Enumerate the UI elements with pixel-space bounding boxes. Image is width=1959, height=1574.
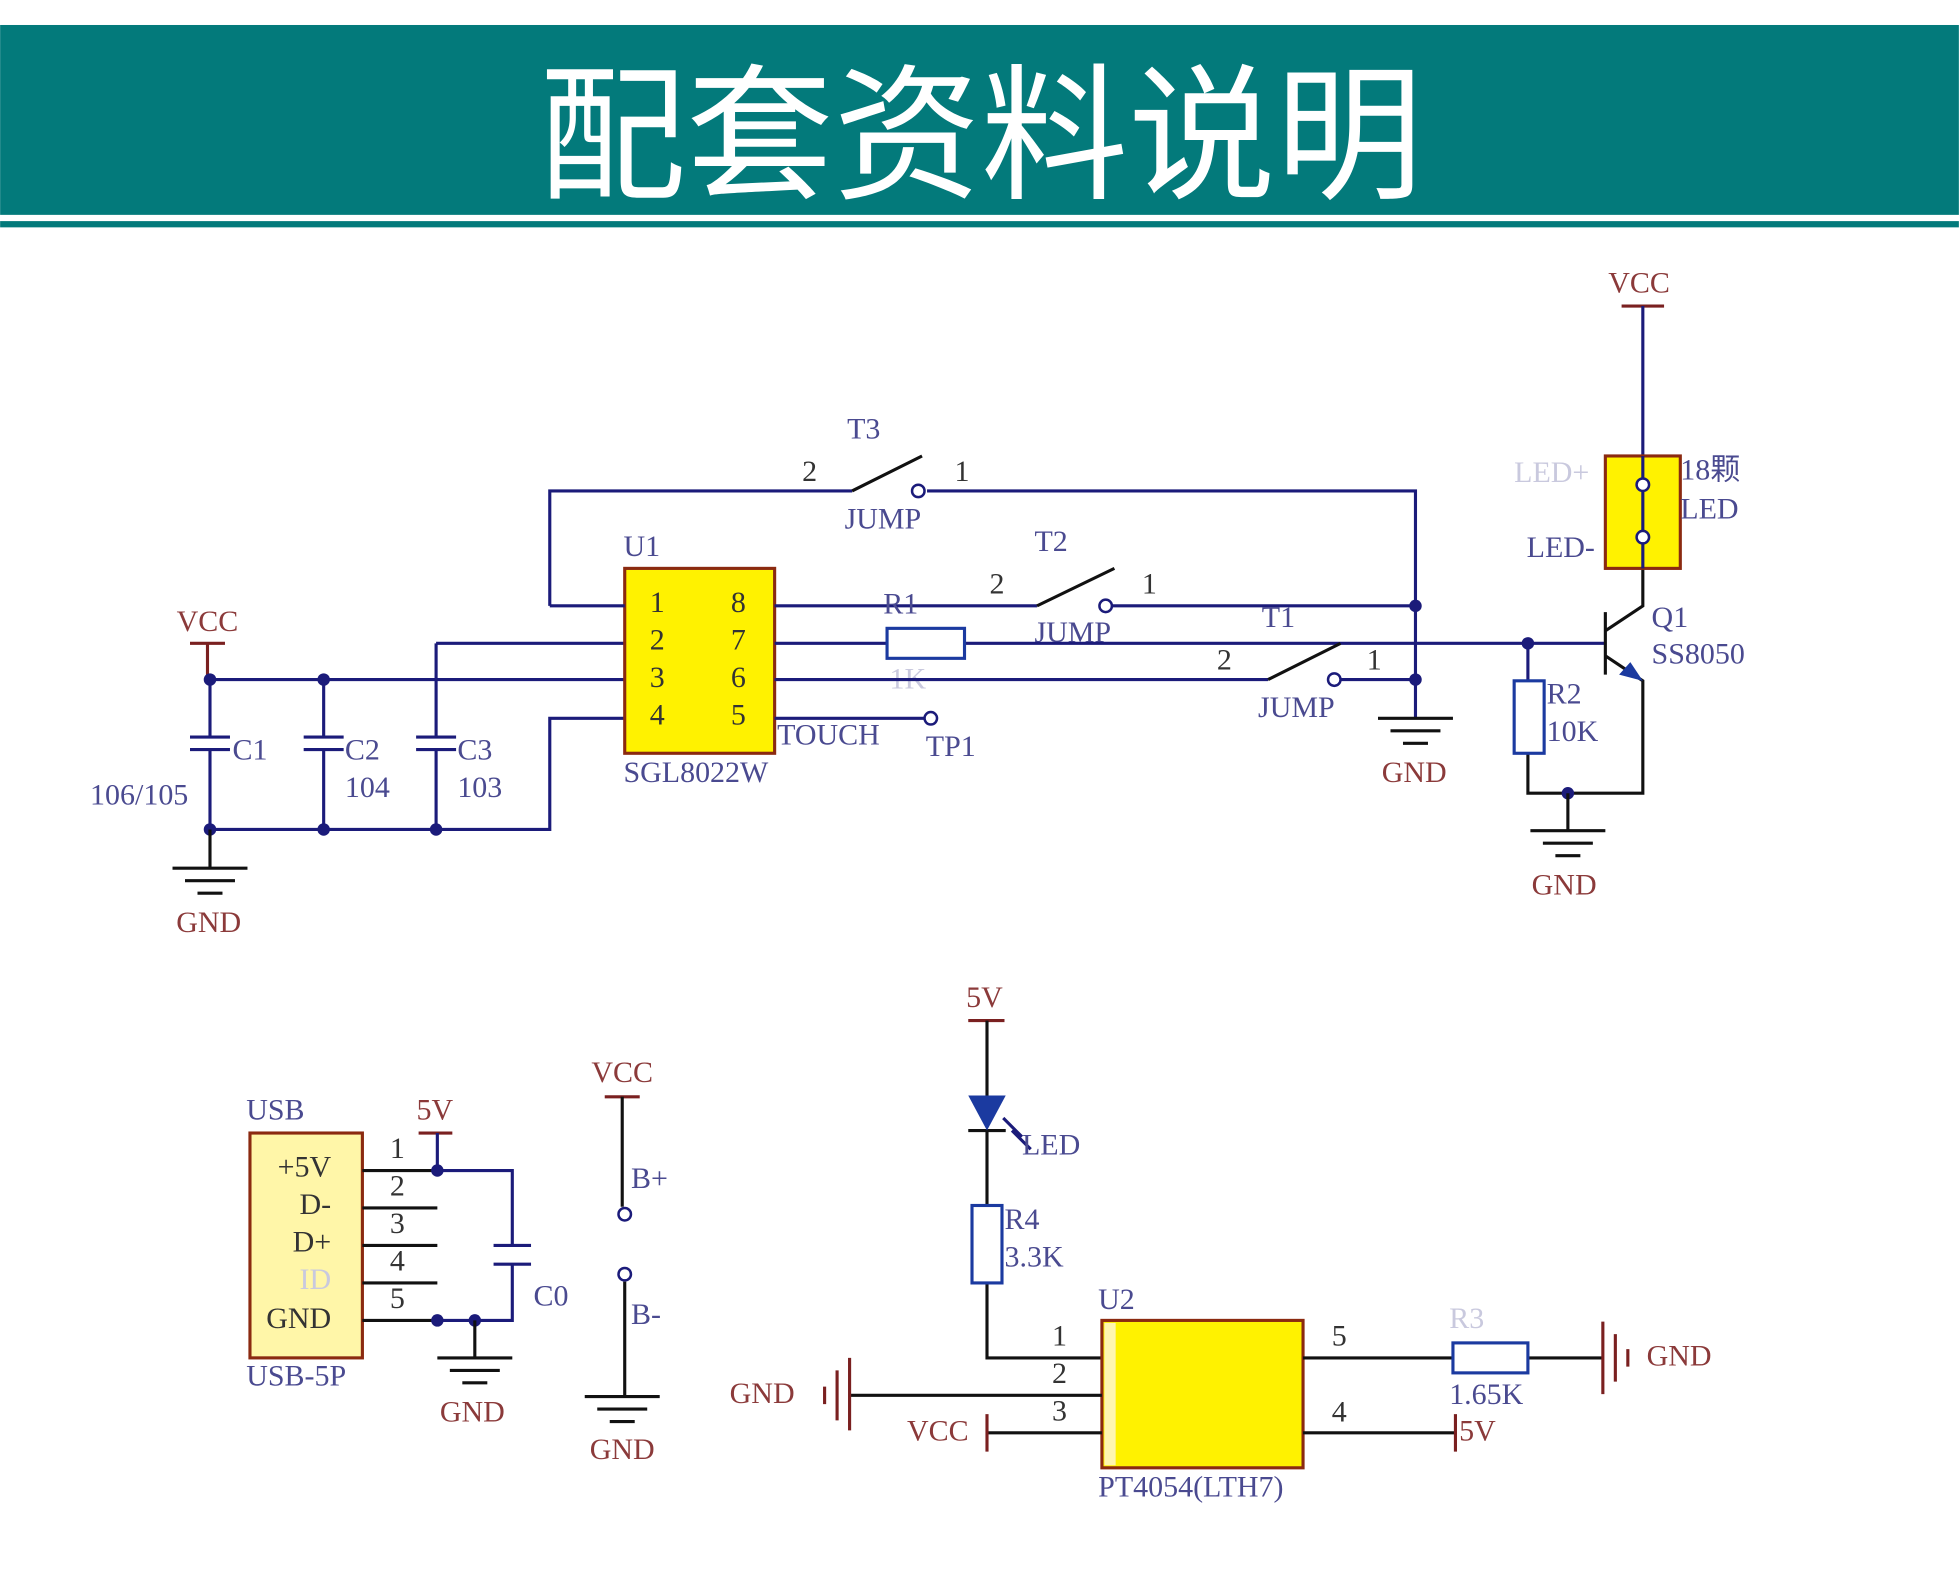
t1-ref: T1 bbox=[1262, 601, 1295, 634]
5v-label: 5V bbox=[417, 1093, 454, 1126]
c0-ref: C0 bbox=[534, 1279, 569, 1312]
gnd-label: GND bbox=[1382, 756, 1447, 789]
c3-ref: C3 bbox=[457, 734, 492, 767]
u1-ref: U1 bbox=[623, 530, 660, 563]
led-desc-label: LED bbox=[1680, 492, 1738, 525]
led-plus-label: LED+ bbox=[1514, 456, 1589, 489]
u1-pin: 5 bbox=[731, 699, 746, 732]
led-count-label: 18颗 bbox=[1680, 454, 1740, 487]
header-rule bbox=[0, 221, 1959, 228]
usb-pin-number: 2 bbox=[390, 1169, 405, 1202]
t1-type: JUMP bbox=[1258, 691, 1335, 724]
r4-value: 3.3K bbox=[1004, 1241, 1063, 1274]
touch-label: TOUCH bbox=[777, 719, 880, 752]
c2-value: 104 bbox=[345, 771, 390, 804]
u2-ref: U2 bbox=[1098, 1283, 1135, 1316]
usb-ref: USB bbox=[246, 1093, 304, 1126]
page-title: 配套资料说明 bbox=[539, 50, 1423, 222]
u1-pin: 3 bbox=[650, 661, 665, 694]
gnd-label: GND bbox=[1647, 1339, 1712, 1372]
r3-ref: R3 bbox=[1449, 1302, 1484, 1335]
usb-connector bbox=[248, 1131, 364, 1360]
t1-pin: 1 bbox=[1367, 644, 1382, 677]
t3-pin: 2 bbox=[802, 455, 817, 488]
gnd-label: GND bbox=[590, 1433, 655, 1466]
t2-pin: 2 bbox=[989, 567, 1004, 600]
u1-pin: 2 bbox=[650, 624, 665, 657]
vcc-label: VCC bbox=[591, 1056, 653, 1089]
5v-label: 5V bbox=[1459, 1414, 1496, 1447]
r2-value: 10K bbox=[1547, 715, 1599, 748]
u2-pin: 4 bbox=[1332, 1396, 1347, 1429]
b-minus-label: B- bbox=[631, 1298, 661, 1331]
q1-part: SS8050 bbox=[1652, 637, 1745, 670]
q1-ref: Q1 bbox=[1652, 601, 1689, 634]
u2-pin: 3 bbox=[1052, 1394, 1067, 1427]
c3-value: 103 bbox=[457, 771, 502, 804]
gnd-label: GND bbox=[176, 906, 241, 939]
r1-resistor bbox=[885, 626, 967, 660]
t2-pin: 1 bbox=[1142, 567, 1157, 600]
tp1-label: TP1 bbox=[926, 730, 976, 763]
u1-chip bbox=[623, 566, 777, 755]
u1-pin: 7 bbox=[731, 624, 746, 657]
r2-resistor bbox=[1512, 679, 1546, 755]
led-label: LED bbox=[1022, 1128, 1080, 1161]
r3-value: 1.65K bbox=[1449, 1378, 1523, 1411]
usb-pin-label: GND bbox=[266, 1302, 331, 1335]
b-plus-label: B+ bbox=[631, 1162, 668, 1195]
usb-pin-label: D- bbox=[300, 1188, 332, 1221]
usb-pin-label: D+ bbox=[293, 1226, 332, 1259]
u1-part: SGL8022W bbox=[623, 756, 769, 789]
vcc-label: VCC bbox=[1608, 266, 1670, 299]
t1-pin: 2 bbox=[1217, 644, 1232, 677]
t3-pin: 1 bbox=[955, 455, 970, 488]
top-circuit: VCC C1 106/105 C2 104 C3 103 GND U1 SGL8… bbox=[90, 266, 1745, 939]
r1-ref: R1 bbox=[883, 587, 918, 620]
led-diode-icon bbox=[968, 1095, 1006, 1131]
vcc-label: VCC bbox=[907, 1414, 969, 1447]
c2-ref: C2 bbox=[345, 734, 380, 767]
r2-ref: R2 bbox=[1547, 677, 1582, 710]
u2-pin: 5 bbox=[1332, 1319, 1347, 1352]
t2-ref: T2 bbox=[1034, 525, 1067, 558]
gnd-label: GND bbox=[1532, 868, 1597, 901]
ground-symbol bbox=[172, 829, 248, 895]
t3-ref: T3 bbox=[847, 412, 880, 445]
u1-pin: 6 bbox=[731, 661, 746, 694]
usb-pin-number: 1 bbox=[390, 1132, 405, 1165]
usb-pin-label: +5V bbox=[278, 1151, 332, 1184]
r4-resistor bbox=[970, 1203, 1004, 1285]
header-banner bbox=[0, 24, 1959, 215]
r4-ref: R4 bbox=[1004, 1203, 1039, 1236]
c1-ref: C1 bbox=[232, 734, 267, 767]
u1-pin: 8 bbox=[731, 586, 746, 619]
bottom-circuit: USB USB-5P +5V D- D+ ID GND 1 2 3 4 5 5V… bbox=[246, 981, 1711, 1504]
t3-type: JUMP bbox=[845, 502, 922, 535]
vcc-label: VCC bbox=[177, 605, 239, 638]
r3-resistor bbox=[1451, 1341, 1530, 1375]
usb-pin-number: 4 bbox=[390, 1244, 405, 1277]
u2-chip bbox=[1100, 1318, 1305, 1470]
usb-pin-number: 3 bbox=[390, 1207, 405, 1240]
gnd-label: GND bbox=[730, 1377, 795, 1410]
u1-pin: 4 bbox=[650, 699, 665, 732]
usb-part: USB-5P bbox=[246, 1359, 346, 1392]
u2-pin: 1 bbox=[1052, 1319, 1067, 1352]
u2-pin: 2 bbox=[1052, 1357, 1067, 1390]
usb-pin-label: ID bbox=[300, 1263, 332, 1296]
u1-pin: 1 bbox=[650, 586, 665, 619]
led-minus-label: LED- bbox=[1527, 531, 1595, 564]
5v-label: 5V bbox=[966, 981, 1003, 1014]
u2-part: PT4054(LTH7) bbox=[1098, 1471, 1283, 1504]
c1-value: 106/105 bbox=[90, 778, 188, 811]
gnd-label: GND bbox=[440, 1396, 505, 1429]
usb-pin-number: 5 bbox=[390, 1282, 405, 1315]
